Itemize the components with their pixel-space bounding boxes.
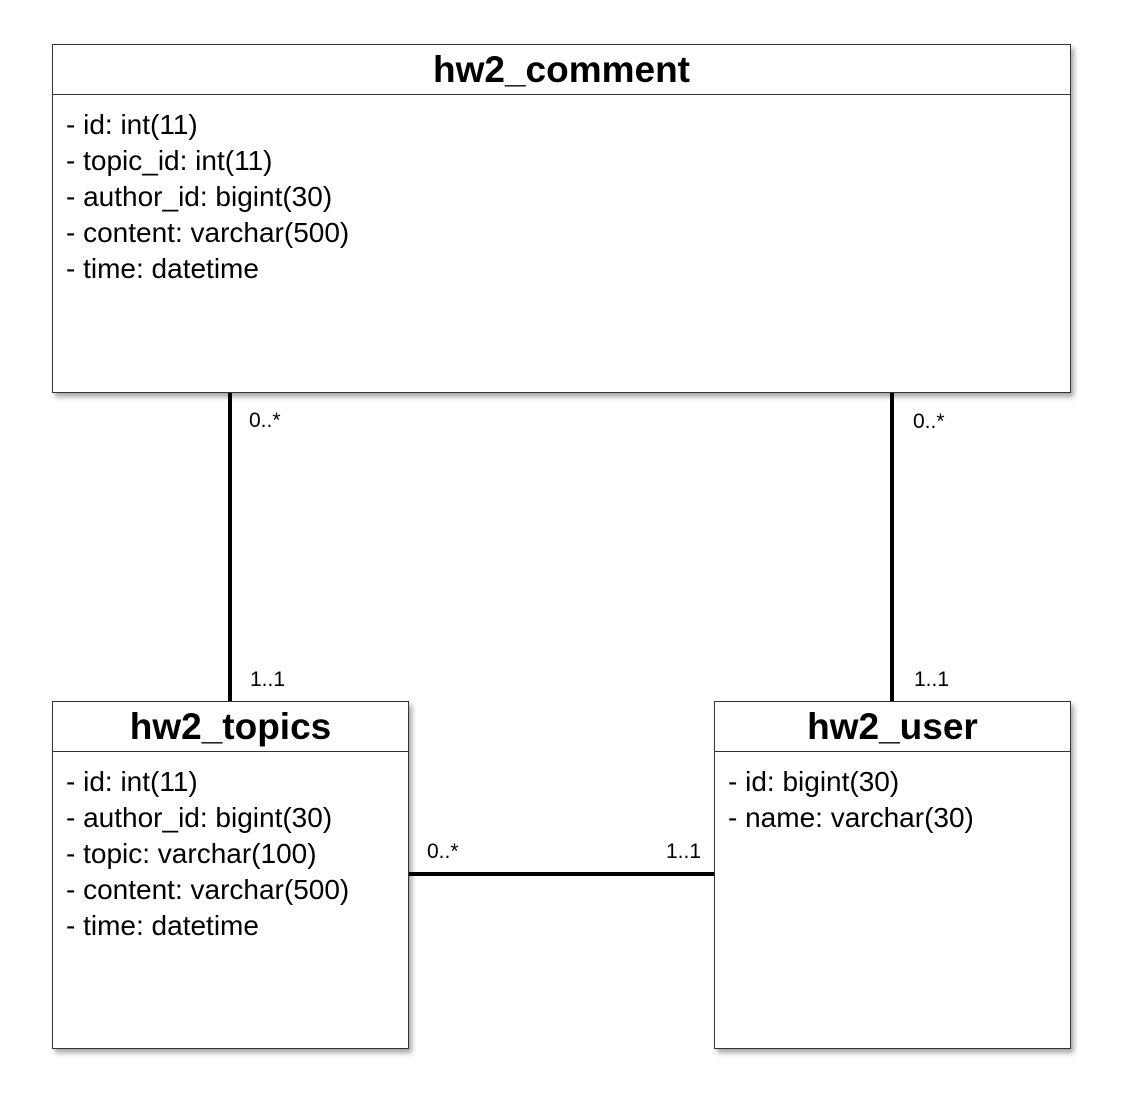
multiplicity-topics-user-source: 0..* bbox=[427, 840, 459, 863]
attribute: - time: datetime bbox=[66, 910, 259, 941]
multiplicity-comment-user-source: 0..* bbox=[913, 410, 945, 433]
class-name: hw2_user bbox=[715, 702, 1070, 752]
attribute-list: - id: int(11) - topic_id: int(11) - auth… bbox=[53, 95, 1070, 287]
multiplicity-topics-user-target: 1..1 bbox=[666, 840, 702, 863]
multiplicity-comment-topics-target: 1..1 bbox=[250, 668, 286, 691]
attribute: - topic_id: int(11) bbox=[66, 145, 273, 176]
attribute: - content: varchar(500) bbox=[66, 874, 350, 905]
attribute-list: - id: bigint(30) - name: varchar(30) bbox=[715, 752, 1070, 836]
attribute: - id: int(11) bbox=[66, 766, 198, 797]
class-hw2-user[interactable]: hw2_user - id: bigint(30) - name: varcha… bbox=[714, 701, 1071, 1049]
attribute: - id: int(11) bbox=[66, 109, 198, 140]
class-hw2-comment[interactable]: hw2_comment - id: int(11) - topic_id: in… bbox=[52, 44, 1071, 393]
class-name: hw2_topics bbox=[53, 702, 408, 752]
attribute: - author_id: bigint(30) bbox=[66, 802, 333, 833]
attribute: - time: datetime bbox=[66, 253, 259, 284]
class-name: hw2_comment bbox=[53, 45, 1070, 95]
attribute: - author_id: bigint(30) bbox=[66, 181, 333, 212]
multiplicity-comment-user-target: 1..1 bbox=[914, 668, 950, 691]
attribute: - content: varchar(500) bbox=[66, 217, 350, 248]
class-hw2-topics[interactable]: hw2_topics - id: int(11) - author_id: bi… bbox=[52, 701, 409, 1049]
attribute: - name: varchar(30) bbox=[728, 802, 974, 833]
attribute-list: - id: int(11) - author_id: bigint(30) - … bbox=[53, 752, 408, 944]
multiplicity-comment-topics-source: 0..* bbox=[249, 409, 281, 432]
attribute: - topic: varchar(100) bbox=[66, 838, 317, 869]
attribute: - id: bigint(30) bbox=[728, 766, 900, 797]
